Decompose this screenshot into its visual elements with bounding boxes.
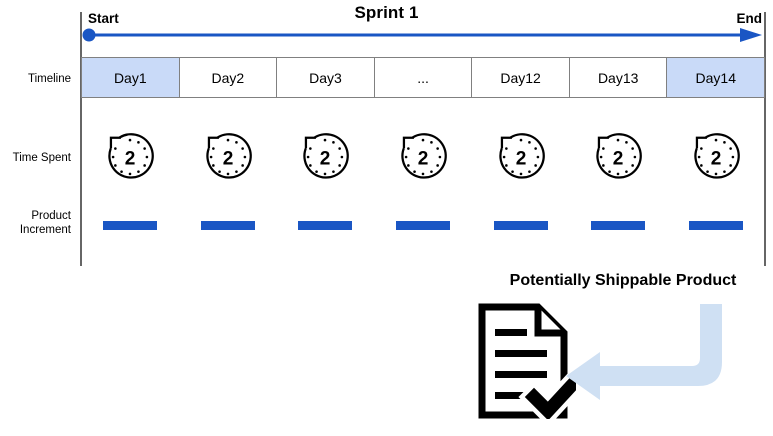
timeline-cell-day14[interactable]: Day14 <box>666 57 766 98</box>
product-increment-bar <box>689 220 744 230</box>
clock-2-hours-icon: 2 <box>303 133 350 179</box>
time-spent-cell: 2 <box>667 122 765 192</box>
timeline-cell-label: Day1 <box>113 69 147 86</box>
document-check-icon <box>478 303 576 419</box>
start-label: Start <box>88 11 119 26</box>
row-label-product-increment: Product Increment <box>20 209 71 237</box>
clock-hours-value: 2 <box>125 148 136 169</box>
end-label: End <box>736 11 763 26</box>
clock-2-hours-icon: 2 <box>205 133 252 179</box>
product-increment-cell <box>570 218 668 232</box>
product-increment-bar <box>591 220 646 230</box>
time-spent-cell: 2 <box>276 122 374 192</box>
product-increment-bar <box>396 220 451 230</box>
time-spent-cell: 2 <box>472 122 570 192</box>
clock-hours-value: 2 <box>711 148 722 169</box>
timeline-cell-day3[interactable]: Day3 <box>276 57 375 98</box>
clock-hours-value: 2 <box>320 148 331 169</box>
time-spent-cell: 2 <box>570 122 668 192</box>
clock-2-hours-icon: 2 <box>596 133 643 179</box>
page-title: Sprint 1 <box>354 3 419 22</box>
product-increment-cell <box>179 218 277 232</box>
clock-2-hours-icon: 2 <box>401 133 447 179</box>
product-increment-cell <box>81 218 179 232</box>
timeline-cell-[interactable]: ... <box>373 57 473 98</box>
timeline-cell-label: Day12 <box>500 69 541 86</box>
time-spent-cell: 2 <box>81 122 179 192</box>
product-increment-bar <box>200 220 255 230</box>
product-increment-cell <box>667 218 765 232</box>
timeline-row: Day1 Day2 Day3... Day12 Day13 Day14 <box>81 57 766 98</box>
timeline-cell-day13[interactable]: Day13 <box>568 57 668 98</box>
timeline-cell-label: Day2 <box>211 69 245 86</box>
row-label-timeline: Timeline <box>27 73 71 85</box>
product-increment-cell <box>374 218 472 232</box>
axis-line-left <box>80 12 82 266</box>
sprint-duration-arrow-icon <box>82 28 762 42</box>
product-increment-bar <box>298 220 353 230</box>
product-increment-row <box>81 218 765 232</box>
product-increment-cell <box>472 218 570 232</box>
clock-hours-value: 2 <box>613 148 624 169</box>
time-spent-cell: 2 <box>374 122 472 192</box>
timeline-cell-label: Day14 <box>695 69 736 86</box>
timeline-cell-day12[interactable]: Day12 <box>471 57 570 98</box>
clock-hours-value: 2 <box>515 148 526 169</box>
time-spent-row: 2 2 2 2 2 2 2 <box>81 122 765 192</box>
clock-2-hours-icon: 2 <box>108 133 154 179</box>
row-label-time-spent: Time Spent <box>12 152 71 164</box>
time-spent-cell: 2 <box>179 122 277 192</box>
clock-2-hours-icon: 2 <box>694 133 741 179</box>
timeline-cell-label: Day3 <box>309 69 342 86</box>
shippable-product-title: Potentially Shippable Product <box>509 272 737 289</box>
clock-2-hours-icon: 2 <box>499 133 545 179</box>
timeline-cell-label: ... <box>417 69 429 86</box>
product-increment-cell <box>276 218 374 232</box>
feedback-loop-arrow-icon <box>566 304 722 400</box>
timeline-cell-label: Day13 <box>597 69 639 86</box>
axis-line-right <box>764 12 766 266</box>
timeline-cell-day2[interactable]: Day2 <box>178 57 278 98</box>
product-increment-bar <box>493 220 548 230</box>
row-label-product-increment-line1: Product <box>31 210 71 222</box>
timeline-cell-day1[interactable]: Day1 <box>81 57 180 98</box>
clock-hours-value: 2 <box>222 148 233 169</box>
product-increment-bar <box>102 220 157 230</box>
clock-hours-value: 2 <box>418 148 429 169</box>
row-label-product-increment-line2: Increment <box>19 224 71 236</box>
